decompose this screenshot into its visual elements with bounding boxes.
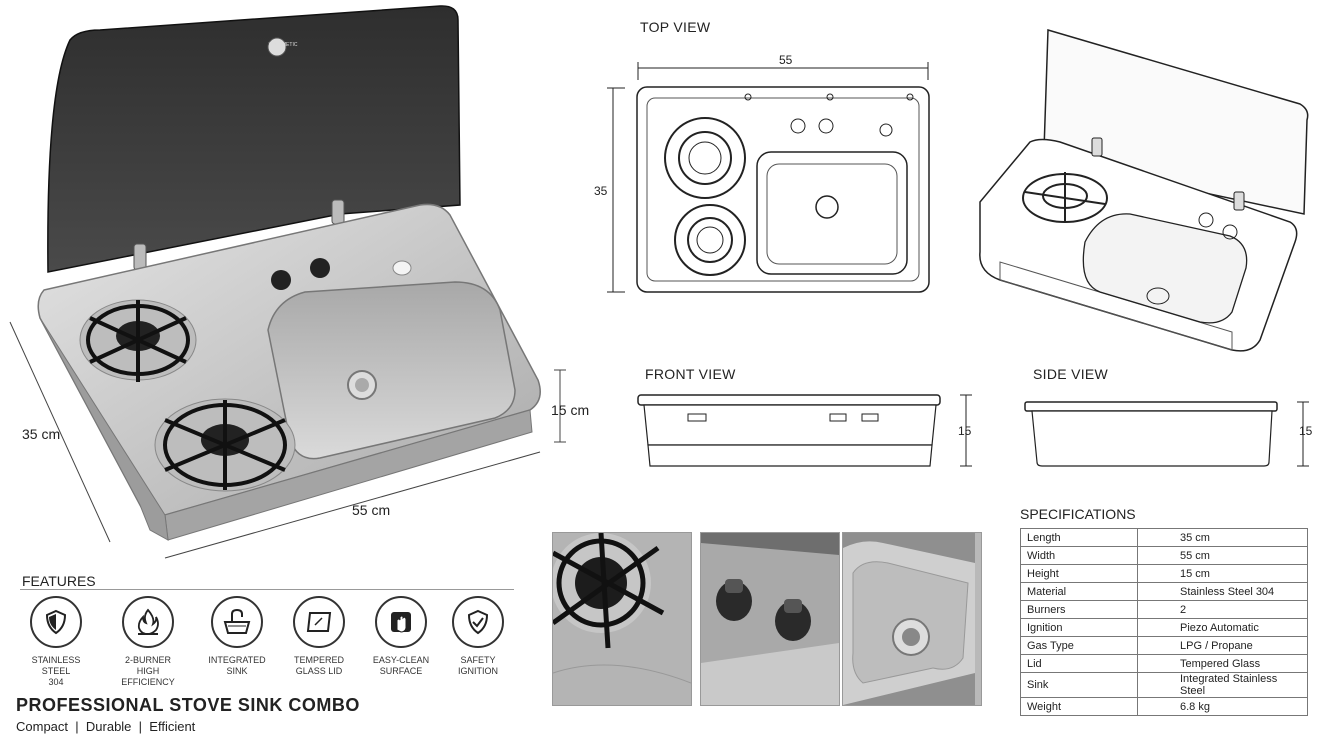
feature-label: INTEGRATED bbox=[208, 655, 266, 665]
side-view-height: 15 bbox=[1299, 424, 1313, 438]
spec-value: Integrated Stainless Steel bbox=[1137, 672, 1308, 698]
tagline-item: Durable bbox=[85, 719, 132, 734]
burner-closeup-image bbox=[553, 533, 691, 705]
hand-wipe-icon bbox=[391, 612, 411, 633]
features-title: FEATURES bbox=[22, 573, 96, 589]
faucet-sink-icon bbox=[223, 608, 251, 634]
feature-sublabel: GLASS LID bbox=[295, 666, 343, 676]
feature-label: TEMPERED bbox=[293, 655, 344, 665]
hero-length-label: 35 cm bbox=[22, 426, 61, 442]
spec-key: Height bbox=[1020, 564, 1138, 583]
spec-value: Tempered Glass bbox=[1137, 654, 1308, 673]
glass-lid bbox=[47, 5, 461, 273]
feature-sublabel: 304 bbox=[48, 677, 64, 687]
front-view-drawing bbox=[637, 394, 972, 467]
top-view-drawing bbox=[607, 62, 930, 293]
spec-value: 55 cm bbox=[1137, 546, 1308, 565]
tagline-item: Compact bbox=[16, 719, 69, 734]
spec-key: Gas Type bbox=[1020, 636, 1138, 655]
top-view-width: 55 bbox=[779, 53, 793, 67]
shield-icon bbox=[45, 609, 67, 635]
isometric-line-drawing bbox=[979, 29, 1309, 352]
feature-label: EASY-CLEAN bbox=[372, 655, 430, 665]
top-view-title: TOP VIEW bbox=[640, 19, 711, 35]
feature-label: STAINLESS STEEL bbox=[31, 655, 81, 676]
detail-photo-knobs bbox=[700, 532, 840, 706]
knob-right bbox=[310, 258, 330, 278]
feature-label: 2-BURNER bbox=[124, 655, 171, 665]
spec-key: Length bbox=[1020, 528, 1138, 547]
spec-value: Piezo Automatic bbox=[1137, 618, 1308, 637]
spec-key: Material bbox=[1020, 582, 1138, 601]
glass-lid-icon bbox=[306, 612, 332, 632]
spec-key: Lid bbox=[1020, 654, 1138, 673]
spec-key: Width bbox=[1020, 546, 1138, 565]
detail-photo-burner bbox=[552, 532, 692, 706]
top-view-depth: 35 bbox=[594, 184, 608, 198]
side-view-drawing bbox=[1024, 401, 1309, 467]
hinge-right bbox=[331, 199, 345, 225]
front-view-title: FRONT VIEW bbox=[645, 366, 736, 382]
sink-closeup-image bbox=[843, 533, 975, 705]
product-title: PROFESSIONAL STOVE SINK COMBO bbox=[16, 695, 360, 715]
side-view-title: SIDE VIEW bbox=[1033, 366, 1109, 382]
tagline-separator: | bbox=[135, 719, 146, 734]
knob-left bbox=[271, 270, 291, 290]
spec-key: Sink bbox=[1020, 672, 1138, 698]
feature-sublabel: HIGH EFFICIENCY bbox=[121, 666, 175, 687]
spec-value: Stainless Steel 304 bbox=[1137, 582, 1308, 601]
spec-value: 15 cm bbox=[1137, 564, 1308, 583]
spec-key: Weight bbox=[1020, 697, 1138, 716]
hinge-left bbox=[133, 243, 147, 271]
spec-value: 35 cm bbox=[1137, 528, 1308, 547]
knobs-closeup-image bbox=[701, 533, 839, 705]
front-view-height: 15 bbox=[958, 424, 972, 438]
feature-label: SAFETY bbox=[460, 655, 496, 665]
feature-sublabel: SINK bbox=[226, 666, 248, 676]
features-divider bbox=[20, 589, 514, 590]
spec-value: 2 bbox=[1137, 600, 1308, 619]
hero-height-label: 15 cm bbox=[551, 402, 590, 418]
tagline-separator: | bbox=[71, 719, 83, 734]
lid-brand: ™ DOMETIC bbox=[268, 42, 298, 48]
hero-product-image: ™ DOMETIC bbox=[9, 5, 566, 559]
spec-key: Burners bbox=[1020, 600, 1138, 619]
hero-width-label: 55 cm bbox=[352, 502, 391, 518]
product-tagline: Compact | Durable | Efficient bbox=[16, 719, 195, 734]
spec-value: 6.8 kg bbox=[1137, 697, 1308, 716]
shield-check-icon bbox=[467, 609, 489, 635]
flame-icon bbox=[137, 608, 159, 635]
spec-value: LPG / Propane bbox=[1137, 636, 1308, 655]
sink-basin bbox=[267, 281, 516, 460]
spec-key: Ignition bbox=[1020, 618, 1138, 637]
tagline-item: Efficient bbox=[149, 719, 196, 734]
detail-photo-sink bbox=[842, 532, 982, 706]
feature-sublabel: SURFACE bbox=[379, 666, 423, 676]
feature-sublabel: IGNITION bbox=[458, 666, 498, 676]
specifications-title: SPECIFICATIONS bbox=[1020, 506, 1136, 522]
